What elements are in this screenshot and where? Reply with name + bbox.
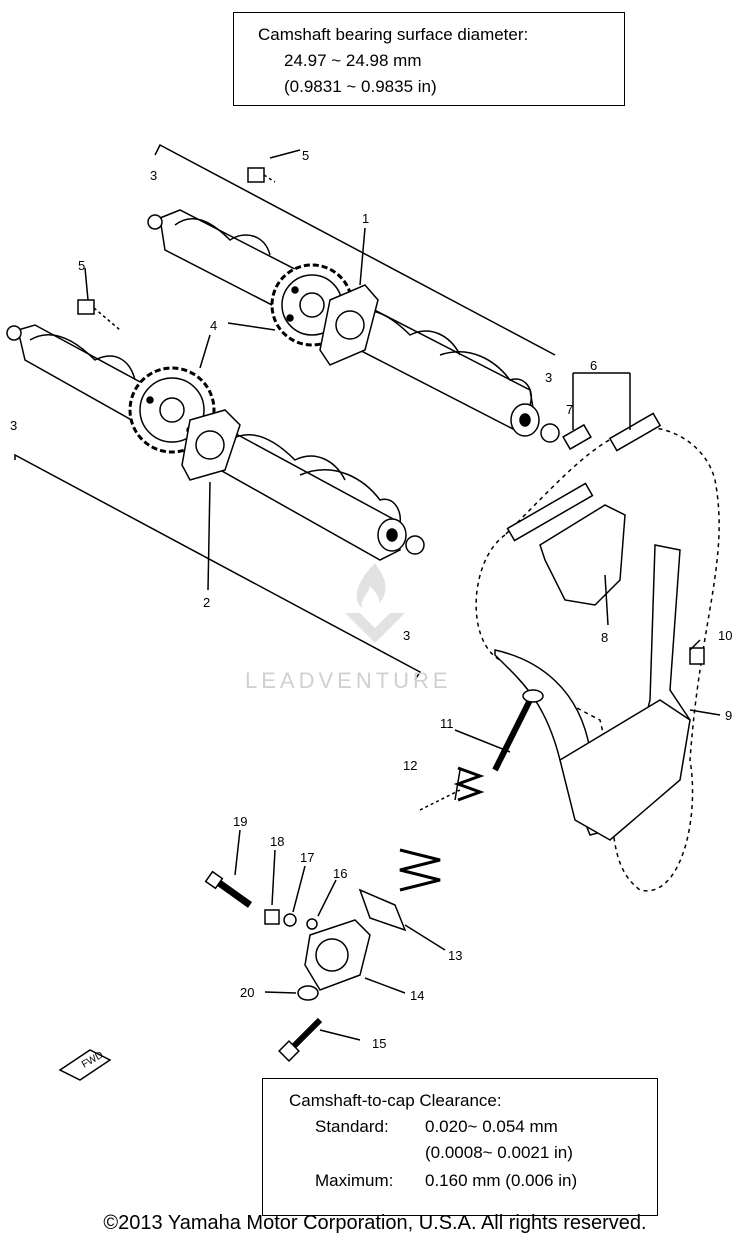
callout-16: 16 — [333, 866, 347, 881]
callout-5-upper: 5 — [302, 148, 309, 163]
washer — [283, 913, 297, 927]
tensioner-plug — [297, 985, 319, 1001]
clearance-title: Camshaft-to-cap Clearance: — [289, 1091, 502, 1110]
callout-2: 2 — [203, 595, 210, 610]
callout-20: 20 — [240, 985, 254, 1000]
callout-8: 8 — [601, 630, 608, 645]
callout-19: 19 — [233, 814, 247, 829]
chain-guide-top — [539, 504, 626, 606]
tensioner-spring-large — [399, 848, 441, 892]
callout-3-upper-right: 3 — [545, 370, 552, 385]
sprocket-bolt-lower — [77, 299, 121, 331]
spec-top-line-1: Camshaft bearing surface diameter: — [258, 25, 529, 44]
callout-9: 9 — [725, 708, 732, 723]
callout-6: 6 — [590, 358, 597, 373]
maximum-value: 0.160 mm (0.006 in) — [425, 1171, 578, 1190]
callout-7: 7 — [566, 402, 573, 417]
cam-chain-links — [506, 412, 662, 542]
o-ring — [306, 918, 318, 930]
spec-top-line-3: (0.9831 ~ 0.9835 in) — [284, 77, 437, 96]
standard-in-value: (0.0008~ 0.0021 in) — [425, 1143, 573, 1162]
callout-13: 13 — [448, 948, 462, 963]
sprocket-bolt-upper — [247, 167, 276, 183]
callout-10: 10 — [718, 628, 732, 643]
tensioner-gasket — [358, 888, 407, 932]
callout-14: 14 — [410, 988, 424, 1003]
guide-bolt — [689, 647, 705, 665]
callout-18: 18 — [270, 834, 284, 849]
adjuster-bolt — [212, 877, 253, 908]
callout-3-upper-left: 3 — [150, 168, 157, 183]
cam-plug-lower-right — [405, 535, 425, 555]
watermark-text: LEADVENTURE — [245, 668, 452, 693]
chain-guide-bracket — [559, 699, 691, 841]
tensioner-bolt — [287, 1017, 323, 1053]
standard-label: Standard: — [315, 1117, 389, 1136]
callout-4: 4 — [210, 318, 217, 333]
callout-11: 11 — [440, 716, 454, 731]
bracket-line-lower — [14, 453, 422, 681]
callout-3-lower-left: 3 — [10, 418, 17, 433]
spec-top-line-2: 24.97 ~ 24.98 mm — [284, 51, 422, 70]
callout-12: 12 — [403, 758, 417, 773]
callout-15: 15 — [372, 1036, 386, 1051]
tensioner-rod — [492, 698, 533, 772]
leadventure-logo-icon — [345, 563, 405, 643]
camshaft-diameter-spec-box: Camshaft bearing surface diameter: 24.97… — [233, 12, 625, 106]
callout-17: 17 — [300, 850, 314, 865]
callout-3-lower-right: 3 — [403, 628, 410, 643]
standard-mm-value: 0.020~ 0.054 mm — [425, 1117, 558, 1136]
camshaft-clearance-spec-box: Camshaft-to-cap Clearance: Standard: 0.0… — [262, 1078, 658, 1216]
maximum-label: Maximum: — [315, 1171, 394, 1190]
tensioner-spring-small — [453, 766, 485, 802]
bracket-line-upper — [154, 143, 556, 356]
cam-plug-upper-right — [540, 423, 560, 443]
fwd-arrow-icon — [58, 1049, 112, 1081]
copyright-notice: ©2013 Yamaha Motor Corporation, U.S.A. A… — [103, 1212, 647, 1234]
callout-5-lower: 5 — [78, 258, 85, 273]
lock-nut — [264, 909, 280, 925]
callout-1: 1 — [362, 211, 369, 226]
